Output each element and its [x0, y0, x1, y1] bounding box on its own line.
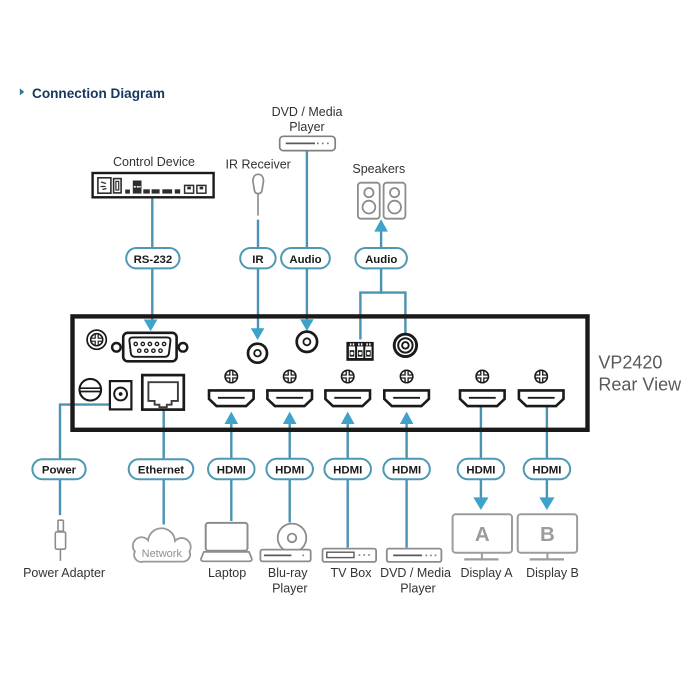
svg-text:HDMI: HDMI: [392, 464, 421, 476]
svg-text:A: A: [475, 523, 490, 546]
svg-text:Player: Player: [272, 582, 307, 596]
svg-text:TV Box: TV Box: [331, 566, 373, 580]
svg-text:HDMI: HDMI: [532, 464, 561, 476]
svg-text:DVD / Media: DVD / Media: [272, 105, 343, 119]
svg-text:Blu-ray: Blu-ray: [268, 566, 308, 580]
svg-text:Network: Network: [142, 548, 183, 560]
svg-text:HDMI: HDMI: [466, 464, 495, 476]
svg-text:Player: Player: [289, 120, 324, 134]
svg-text:Display A: Display A: [460, 566, 513, 580]
svg-text:HDMI: HDMI: [217, 464, 246, 476]
svg-text:Display B: Display B: [526, 566, 579, 580]
svg-text:DVD / Media: DVD / Media: [380, 566, 451, 580]
svg-text:Laptop: Laptop: [208, 566, 246, 580]
svg-text:Ethernet: Ethernet: [138, 464, 184, 476]
svg-text:Audio: Audio: [289, 254, 321, 266]
svg-text:VP2420: VP2420: [598, 353, 662, 373]
svg-text:Connection Diagram: Connection Diagram: [32, 86, 165, 101]
svg-text:Audio: Audio: [365, 254, 397, 266]
svg-text:B: B: [540, 523, 555, 546]
svg-text:HDMI: HDMI: [333, 464, 362, 476]
svg-text:IR Receiver: IR Receiver: [226, 158, 291, 172]
svg-text:Speakers: Speakers: [352, 162, 405, 176]
svg-text:Rear View: Rear View: [598, 375, 682, 395]
svg-text:HDMI: HDMI: [275, 464, 304, 476]
svg-text:Power: Power: [42, 464, 77, 476]
svg-text:Player: Player: [400, 582, 435, 596]
svg-text:Control Device: Control Device: [113, 155, 195, 169]
svg-text:RS-232: RS-232: [134, 254, 173, 266]
svg-text:IR: IR: [252, 254, 263, 266]
svg-text:Power Adapter: Power Adapter: [23, 566, 105, 580]
